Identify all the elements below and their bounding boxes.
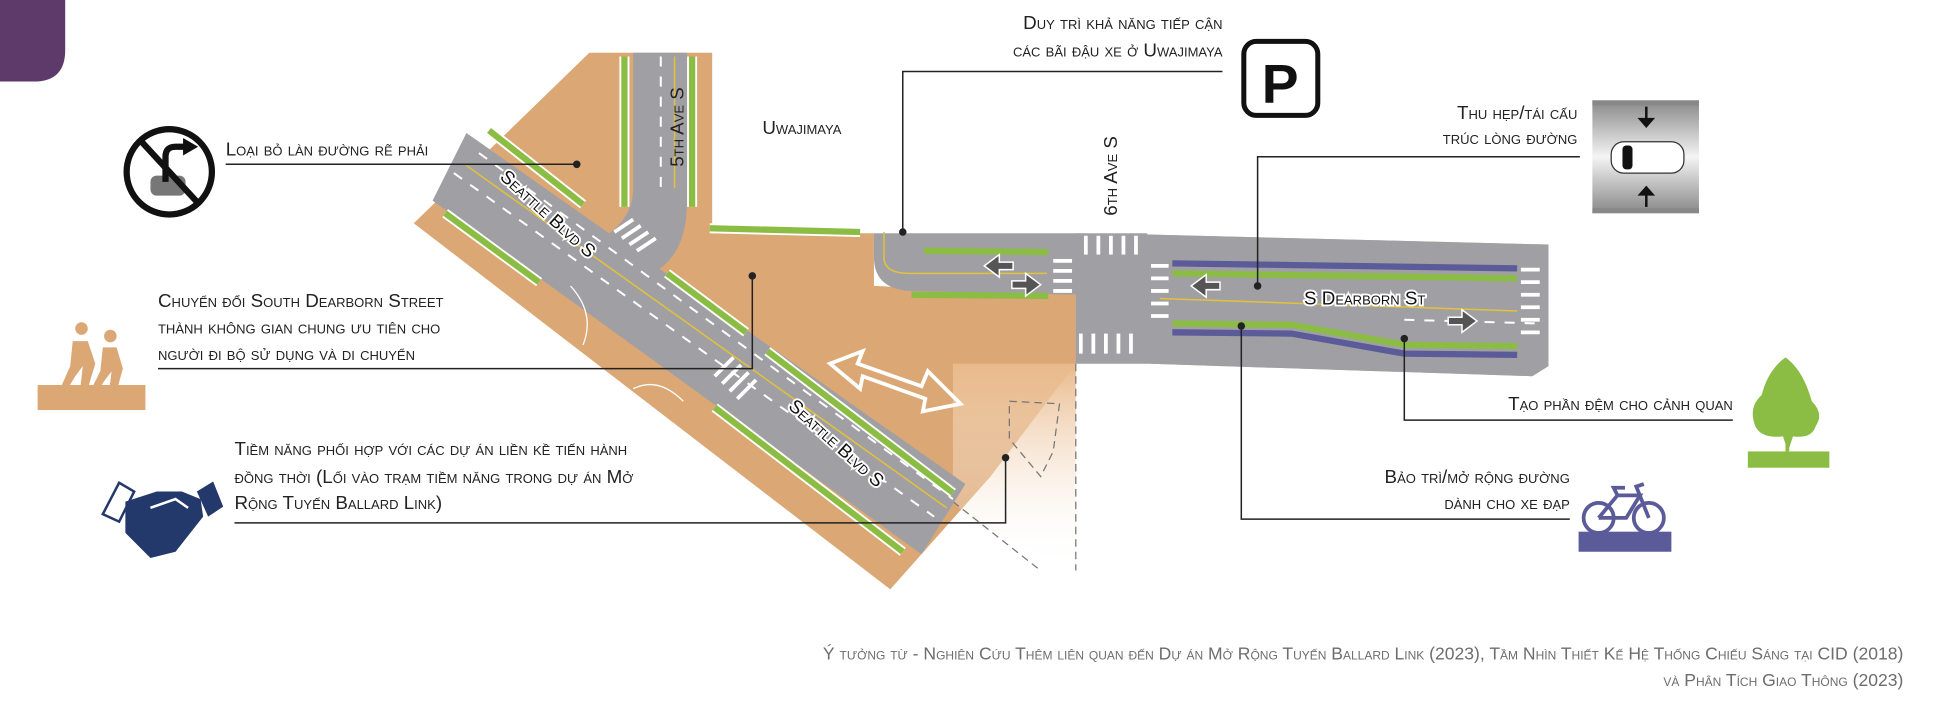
parking-icon: P bbox=[1241, 38, 1321, 118]
sixth-ave-label: 6th Ave S bbox=[1100, 136, 1121, 216]
handshake-icon bbox=[101, 481, 224, 559]
fifth-ave-road bbox=[601, 52, 688, 270]
tree-icon bbox=[1747, 357, 1830, 468]
source-note: và Phân Tích Giao Thông (2023) bbox=[1663, 670, 1903, 690]
pedestrians-icon bbox=[37, 322, 146, 411]
callout-landscape-buffer: Tạo phần đệm cho cảnh quan bbox=[1400, 334, 1830, 468]
callout-text: dành cho xe đạp bbox=[1444, 492, 1569, 513]
road-narrowing-icon bbox=[1592, 100, 1699, 214]
no-right-turn-icon bbox=[123, 126, 216, 218]
callout-coordination: Tiềm năng phối hợp với các dự án liền kề… bbox=[101, 438, 1010, 559]
svg-text:P: P bbox=[1262, 53, 1299, 115]
callout-text: Loại bỏ làn đường rẽ phải bbox=[226, 139, 429, 160]
roads bbox=[432, 52, 1549, 556]
callout-text: các bãi đậu xe ở Uwajimaya bbox=[1013, 39, 1223, 60]
bicycle-icon bbox=[1578, 482, 1672, 552]
callout-text: Bảo trì/mở rộng đường bbox=[1385, 466, 1570, 487]
seattle-blvd-road bbox=[432, 132, 966, 555]
uwajimaya-label: Uwajimaya bbox=[762, 117, 841, 138]
callout-text: đồng thời (Lối vào trạm tiềm năng trong … bbox=[234, 466, 633, 487]
callout-text: Duy trì khả năng tiếp cận bbox=[1023, 12, 1222, 33]
source-note: Ý tưởng từ - Nghiên Cứu Thêm liên quan đ… bbox=[823, 644, 1903, 664]
callout-text: Thu hẹp/tái cấu bbox=[1457, 102, 1577, 123]
callout-dearborn-shared-space: Chuyển đổi South Dearborn Street thành k… bbox=[37, 272, 757, 411]
corner-tab bbox=[0, 0, 66, 82]
callout-text: người đi bộ sử dụng và di chuyển bbox=[158, 343, 415, 364]
callout-text: Tạo phần đệm cho cảnh quan bbox=[1508, 393, 1733, 414]
callout-text: Chuyển đổi South Dearborn Street bbox=[158, 290, 444, 311]
callout-parking: Duy trì khả năng tiếp cận các bãi đậu xe… bbox=[899, 12, 1321, 236]
callout-text: thành không gian chung ưu tiên cho bbox=[158, 317, 440, 338]
fifth-ave-label: 5th Ave S bbox=[666, 87, 687, 167]
lane-arrows bbox=[983, 253, 1479, 334]
callout-text: trúc lòng đường bbox=[1443, 127, 1578, 148]
callout-remove-right-turn: Loại bỏ làn đường rẽ phải bbox=[123, 126, 581, 218]
two-way-arrow bbox=[826, 347, 965, 414]
callout-bike-lane: Bảo trì/mở rộng đường dành cho xe đạp bbox=[1237, 322, 1672, 552]
dearborn-label: S Dearborn St bbox=[1304, 288, 1425, 309]
callout-road-narrowing: Thu hẹp/tái cấu trúc lòng đường bbox=[1253, 100, 1699, 290]
callout-text: Tiềm năng phối hợp với các dự án liền kề… bbox=[234, 438, 627, 459]
callout-text: Rộng Tuyến Ballard Link) bbox=[234, 492, 442, 513]
